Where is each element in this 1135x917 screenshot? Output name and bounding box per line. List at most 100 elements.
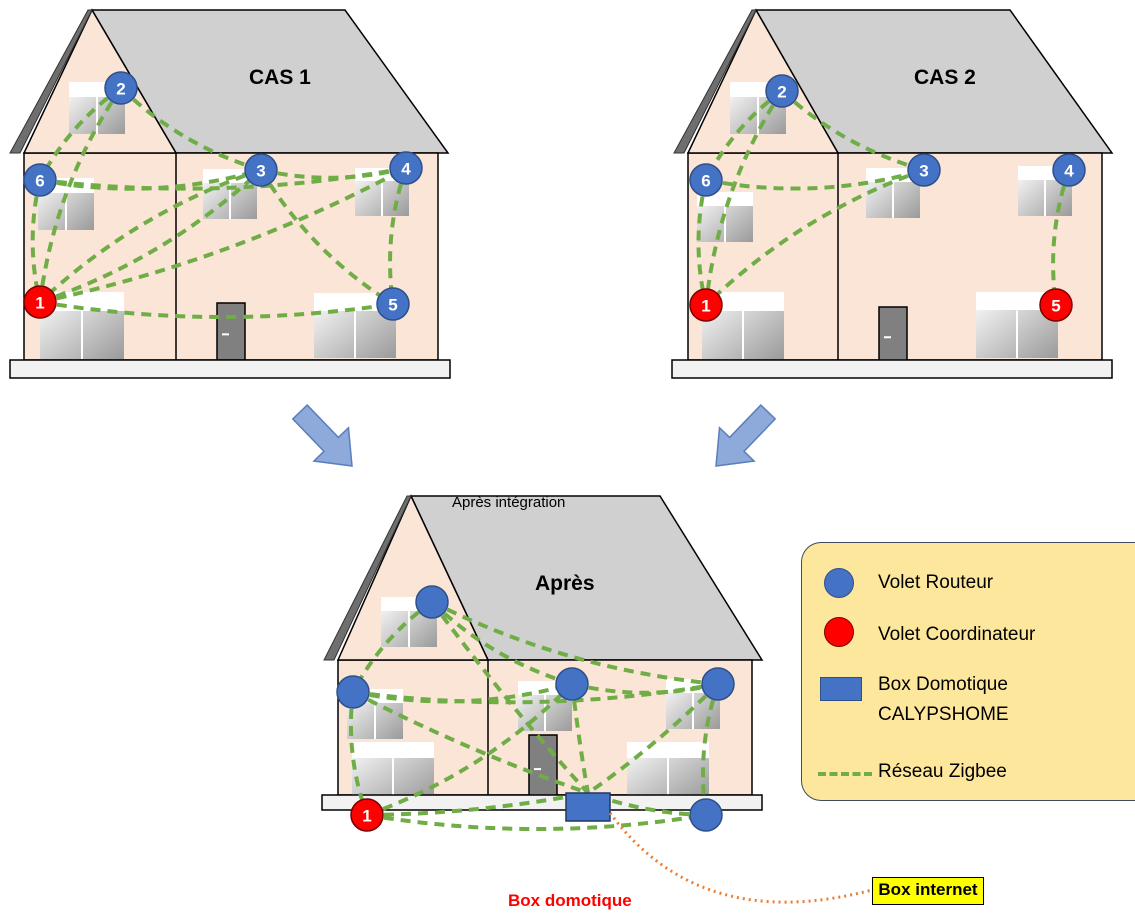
node-label: 1 bbox=[35, 294, 44, 313]
window bbox=[627, 742, 709, 798]
house-3-nodes: 1 bbox=[336, 585, 735, 832]
zigbee-link bbox=[366, 682, 574, 817]
door bbox=[216, 302, 246, 361]
node-circle bbox=[23, 163, 57, 197]
zigbee-link bbox=[366, 813, 707, 831]
legend-item-network: Réseau Zigbee bbox=[802, 755, 1122, 795]
legend: Volet Routeur Volet Coordinateur Box Dom… bbox=[801, 542, 1135, 801]
node-label: 4 bbox=[401, 160, 411, 179]
node-circle bbox=[701, 667, 735, 701]
zigbee-link bbox=[704, 168, 925, 307]
roof-edge bbox=[9, 9, 93, 154]
node-circle bbox=[336, 675, 370, 709]
zigbee-link bbox=[571, 682, 719, 695]
legend-item-coordinator: Volet Coordinateur bbox=[802, 617, 1122, 657]
node-label: 6 bbox=[35, 172, 44, 191]
zigbee-link bbox=[259, 168, 395, 306]
legend-item-box: Box Domotique CALYPSHOME bbox=[802, 667, 1122, 737]
house-3 bbox=[321, 494, 764, 831]
window bbox=[314, 293, 396, 358]
node-label: 1 bbox=[701, 297, 710, 316]
node-circle bbox=[1052, 153, 1086, 187]
node-circle bbox=[104, 71, 138, 105]
legend-box-line2: CALYPSHOME bbox=[878, 704, 1009, 725]
zigbee-link-box bbox=[430, 600, 590, 795]
house-1-nodes: 2 6 3 4 1 5 bbox=[23, 71, 423, 321]
door bbox=[878, 306, 908, 363]
house-base bbox=[9, 359, 451, 379]
legend-network-label: Réseau Zigbee bbox=[878, 761, 1007, 782]
router-node: 4 bbox=[389, 151, 423, 185]
caption-after-integration: Après intégration bbox=[452, 494, 566, 511]
router-node: 5 bbox=[376, 287, 410, 321]
coordinator-node: 5 bbox=[1039, 288, 1073, 322]
router-node: 3 bbox=[244, 153, 278, 187]
router-node: 6 bbox=[689, 163, 723, 197]
zigbee-link bbox=[780, 89, 925, 172]
zigbee-link bbox=[39, 168, 263, 304]
node-circle bbox=[350, 798, 384, 832]
legend-item-router: Volet Routeur bbox=[802, 563, 1122, 603]
router-node bbox=[555, 667, 589, 701]
node-label: 2 bbox=[777, 83, 786, 102]
legend-coordinator-label: Volet Coordinateur bbox=[878, 624, 1036, 645]
router-node bbox=[701, 667, 735, 701]
node-label: 1 bbox=[362, 807, 371, 826]
router-node: 2 bbox=[104, 71, 138, 105]
router-circle-icon bbox=[824, 568, 854, 598]
door bbox=[528, 734, 558, 798]
box-domotique-label: Box domotique bbox=[508, 891, 632, 910]
router-node: 2 bbox=[765, 74, 799, 108]
router-node: 3 bbox=[907, 153, 941, 187]
box-domotique-rect bbox=[565, 792, 611, 822]
node-circle bbox=[23, 285, 57, 319]
zigbee-link-box bbox=[586, 682, 720, 795]
zigbee-link bbox=[431, 600, 719, 686]
node-circle bbox=[1039, 288, 1073, 322]
node-label: 5 bbox=[388, 296, 397, 315]
window bbox=[352, 742, 434, 798]
coordinator-node: 1 bbox=[23, 285, 57, 319]
zigbee-link bbox=[430, 600, 573, 686]
node-circle bbox=[376, 287, 410, 321]
router-node bbox=[415, 585, 449, 619]
node-label: 2 bbox=[116, 80, 125, 99]
house-1-title: CAS 1 bbox=[249, 66, 311, 89]
zigbee-link bbox=[119, 86, 262, 172]
node-label: 4 bbox=[1064, 162, 1074, 181]
node-circle bbox=[555, 667, 589, 701]
legend-box-line1: Box Domotique bbox=[878, 674, 1008, 695]
coordinator-circle-icon bbox=[824, 617, 854, 647]
zigbee-link-box bbox=[366, 791, 589, 817]
arrow-right-down bbox=[715, 404, 777, 467]
node-label: 3 bbox=[919, 162, 928, 181]
zigbee-link bbox=[39, 300, 394, 320]
roof-edge bbox=[673, 9, 757, 154]
node-circle bbox=[907, 153, 941, 187]
zigbee-link bbox=[260, 166, 407, 180]
node-circle bbox=[244, 153, 278, 187]
zigbee-link bbox=[705, 168, 925, 191]
zigbee-link-box bbox=[570, 683, 590, 794]
box-domotique bbox=[352, 600, 720, 822]
node-circle bbox=[689, 163, 723, 197]
zigbee-dashed-line-icon bbox=[818, 772, 872, 776]
roof-edge bbox=[323, 495, 412, 661]
router-node bbox=[336, 675, 370, 709]
zigbee-link bbox=[38, 168, 262, 304]
node-circle bbox=[765, 74, 799, 108]
router-node: 4 bbox=[1052, 153, 1086, 187]
house-1 bbox=[9, 8, 451, 379]
house-base bbox=[671, 359, 1113, 379]
node-label: 6 bbox=[701, 172, 710, 191]
zigbee-link-box bbox=[352, 690, 589, 795]
coordinator-node: 1 bbox=[689, 288, 723, 322]
gable bbox=[686, 8, 840, 154]
legend-router-label: Volet Routeur bbox=[878, 572, 994, 593]
node-circle bbox=[689, 288, 723, 322]
house-3-title: Après bbox=[535, 572, 595, 595]
router-node: 6 bbox=[23, 163, 57, 197]
arrow-left-down bbox=[291, 404, 353, 467]
